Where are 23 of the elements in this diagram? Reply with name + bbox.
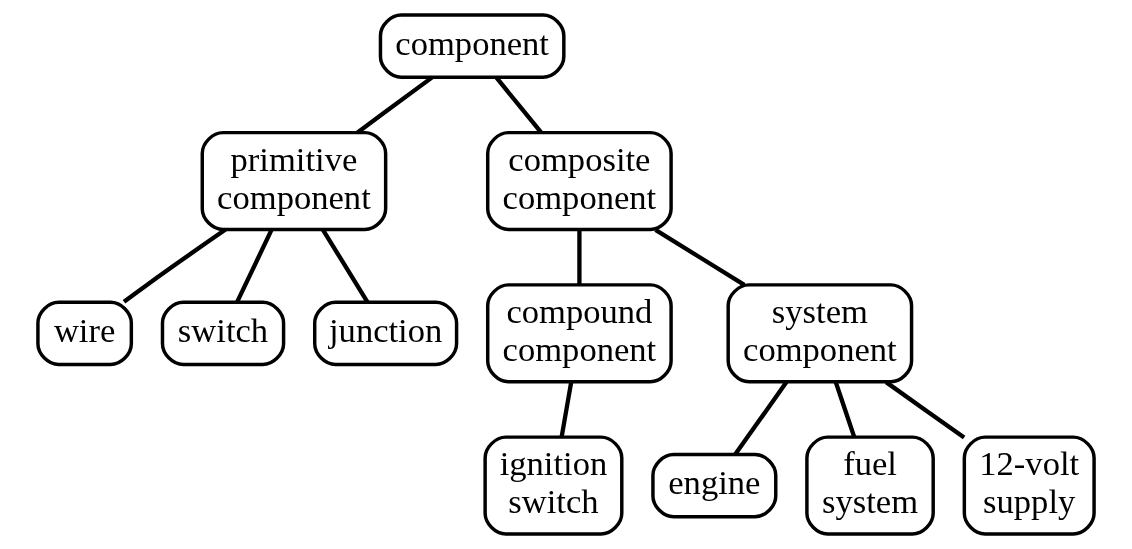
node-box: system component — [726, 283, 914, 384]
node-box: composite component — [486, 130, 673, 232]
connector — [356, 75, 434, 135]
node-box: junction — [313, 300, 459, 367]
connector — [577, 229, 582, 285]
connector — [122, 227, 227, 304]
connector — [321, 228, 370, 304]
connector — [559, 381, 574, 438]
node-box: primitive component — [200, 130, 388, 232]
node-box: compound component — [486, 283, 673, 384]
connector — [833, 381, 857, 438]
node-box: switch — [160, 300, 286, 367]
connector — [733, 380, 789, 456]
node-box: fuel system — [805, 435, 935, 536]
connector — [884, 380, 966, 440]
connector — [494, 76, 543, 134]
node-box: engine — [651, 452, 778, 519]
node-box: component — [378, 13, 566, 79]
connector — [235, 228, 274, 304]
node-box: wire — [36, 300, 134, 367]
node-box: ignition switch — [483, 435, 624, 536]
node-box: 12-volt supply — [962, 435, 1096, 536]
connector — [654, 228, 746, 287]
